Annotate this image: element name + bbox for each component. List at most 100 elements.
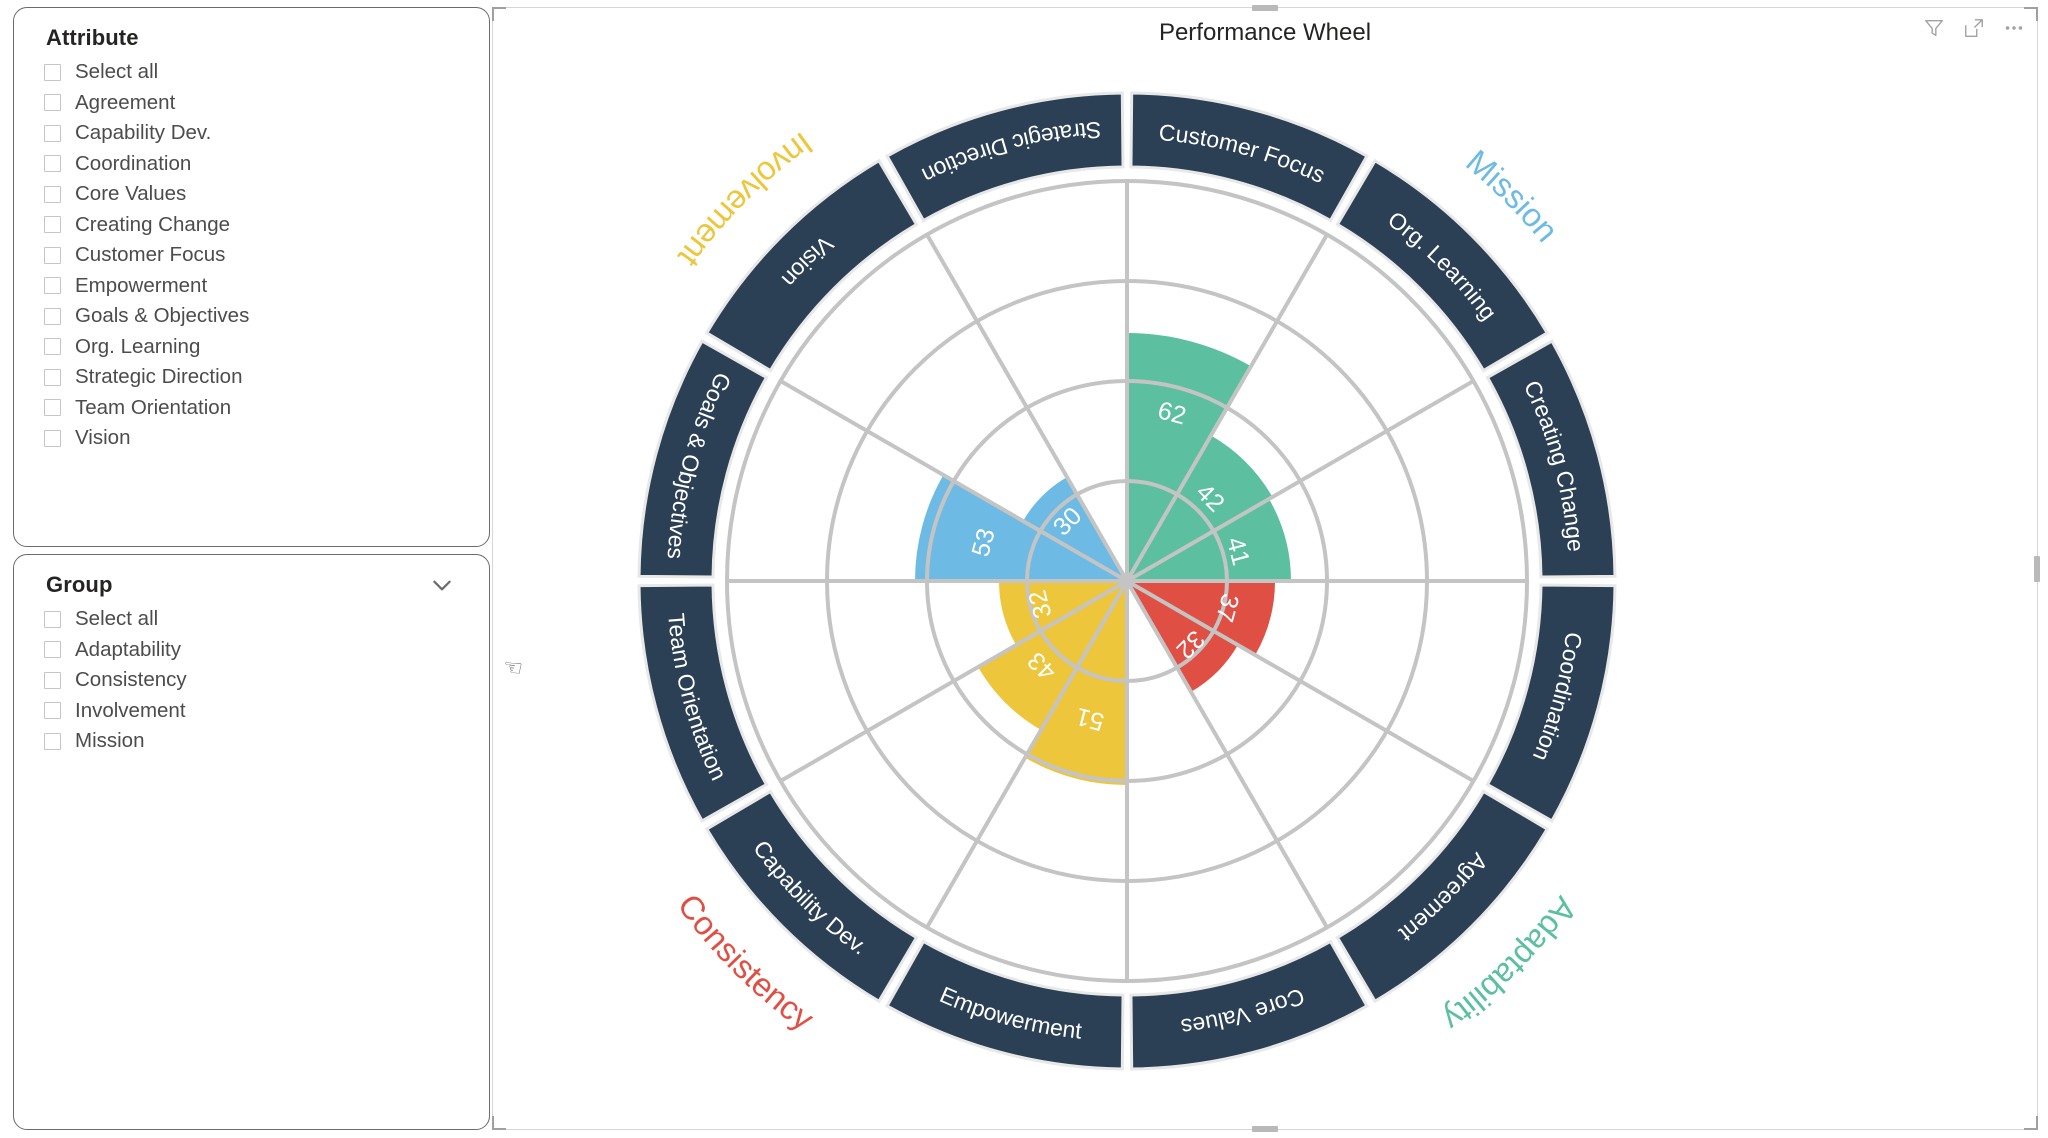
checkbox-coordination[interactable] — [44, 155, 61, 173]
attribute-slicer-item[interactable]: Agreement — [44, 88, 489, 119]
group-slicer-item[interactable]: Adaptability — [44, 635, 489, 666]
attribute-slicer-item[interactable]: Vision — [44, 423, 489, 454]
ring-segment[interactable] — [704, 158, 919, 373]
attribute-slicer-label: Customer Focus — [75, 243, 226, 267]
ring-segment[interactable] — [1335, 158, 1550, 373]
attribute-slicer-item[interactable]: Org. Learning — [44, 332, 489, 363]
ring-segment[interactable] — [704, 789, 919, 1004]
focus-mode-icon[interactable] — [1963, 17, 1985, 39]
attribute-slicer-label: Core Values — [75, 182, 187, 206]
resize-corner-bottom-left[interactable] — [492, 1116, 506, 1130]
group-slicer-header: Group — [14, 555, 489, 600]
attribute-slicer-item[interactable]: Capability Dev. — [44, 118, 489, 149]
ring-segment[interactable] — [885, 939, 1125, 1071]
attribute-slicer-label: Vision — [75, 426, 131, 450]
resize-corner-top-right[interactable] — [2024, 7, 2038, 21]
checkbox-mission[interactable] — [44, 732, 61, 750]
checkbox-involvement[interactable] — [44, 702, 61, 720]
ring-segment[interactable] — [637, 583, 769, 823]
ring-segment[interactable] — [1485, 339, 1617, 579]
performance-wheel-visual[interactable]: Performance Wheel — [492, 5, 2040, 1132]
page-title: Performance Wheel — [1158, 19, 1372, 46]
checkbox-select-all[interactable] — [44, 63, 61, 81]
attribute-slicer-label: Team Orientation — [75, 395, 232, 419]
checkbox-capability-dev[interactable] — [44, 124, 61, 142]
attribute-slicer-label: Coordination — [75, 151, 192, 175]
attribute-slicer-item[interactable]: Team Orientation — [44, 393, 489, 424]
checkbox-org-learning[interactable] — [44, 338, 61, 356]
resize-handle-right[interactable] — [2034, 555, 2040, 582]
ring-segment[interactable] — [1129, 91, 1369, 223]
resize-corner-bottom-right[interactable] — [2024, 1116, 2038, 1130]
group-slicer-label: Involvement — [75, 698, 186, 722]
resize-corner-top-left[interactable] — [492, 7, 506, 21]
value-wedge[interactable] — [1127, 581, 1275, 655]
attribute-slicer-label: Org. Learning — [75, 334, 201, 358]
attribute-slicer-label: Creating Change — [75, 212, 230, 236]
mouse-cursor: ☜ — [501, 653, 525, 682]
outer-ring — [637, 91, 1617, 1071]
attribute-slicer-item[interactable]: Select all — [44, 57, 489, 88]
ring-segment[interactable] — [637, 339, 769, 579]
group-slicer-label: Consistency — [75, 668, 187, 692]
attribute-slicer-item[interactable]: Coordination — [44, 149, 489, 180]
group-slicer-item[interactable]: Consistency — [44, 665, 489, 696]
checkbox-core-values[interactable] — [44, 185, 61, 203]
checkbox-vision[interactable] — [44, 429, 61, 447]
checkbox-team-orientation[interactable] — [44, 399, 61, 417]
checkbox-goals-objectives[interactable] — [44, 307, 61, 325]
attribute-slicer-header: Attribute — [14, 8, 489, 53]
value-wedge[interactable] — [1025, 581, 1127, 785]
group-slicer-label: Adaptability — [75, 637, 181, 661]
value-wedge[interactable] — [1127, 333, 1251, 581]
value-wedge[interactable] — [1127, 581, 1238, 692]
value-wedge[interactable] — [915, 475, 1127, 581]
chevron-down-icon[interactable] — [429, 572, 455, 598]
attribute-slicer-label: Empowerment — [75, 273, 208, 297]
value-wedge[interactable] — [1127, 499, 1291, 581]
ring-segment[interactable] — [1335, 789, 1550, 1004]
ring-segment[interactable] — [1129, 939, 1369, 1071]
resize-handle-top[interactable] — [1252, 5, 1278, 11]
attribute-slicer-item[interactable]: Strategic Direction — [44, 362, 489, 393]
value-wedge[interactable] — [999, 581, 1127, 645]
value-wedge[interactable] — [978, 581, 1127, 730]
group-slicer-label: Mission — [75, 729, 145, 753]
resize-handle-bottom[interactable] — [1252, 1126, 1278, 1132]
value-wedge[interactable] — [1127, 435, 1273, 581]
checkbox-adaptability[interactable] — [44, 641, 61, 659]
attribute-slicer-item[interactable]: Creating Change — [44, 210, 489, 241]
ring-segment[interactable] — [1485, 583, 1617, 823]
attribute-slicer-item[interactable]: Customer Focus — [44, 240, 489, 271]
checkbox-customer-focus[interactable] — [44, 246, 61, 264]
attribute-slicer-item[interactable]: Goals & Objectives — [44, 301, 489, 332]
more-options-icon[interactable] — [2003, 17, 2025, 39]
group-slicer-item[interactable]: Mission — [44, 726, 489, 757]
ring-segment[interactable] — [885, 91, 1125, 223]
group-label: Mission — [1459, 142, 1565, 248]
checkbox-strategic-direction[interactable] — [44, 368, 61, 386]
checkbox-consistency[interactable] — [44, 671, 61, 689]
checkbox-empowerment[interactable] — [44, 277, 61, 295]
checkbox-agreement[interactable] — [44, 94, 61, 112]
attribute-slicer-item[interactable]: Core Values — [44, 179, 489, 210]
attribute-slicer-item[interactable]: Empowerment — [44, 271, 489, 302]
visual-header-icons — [1923, 17, 2025, 39]
group-slicer-item[interactable]: Select all — [44, 604, 489, 635]
checkbox-select-all[interactable] — [44, 610, 61, 628]
value-wedge[interactable] — [1023, 477, 1127, 581]
attribute-slicer-label: Goals & Objectives — [75, 304, 250, 328]
filter-icon[interactable] — [1923, 17, 1945, 39]
attribute-slicer-title: Attribute — [46, 25, 139, 50]
checkbox-creating-change[interactable] — [44, 216, 61, 234]
group-slicer-label: Select all — [75, 607, 159, 631]
attribute-slicer-label: Agreement — [75, 90, 176, 114]
group-slicer-item[interactable]: Involvement — [44, 696, 489, 727]
